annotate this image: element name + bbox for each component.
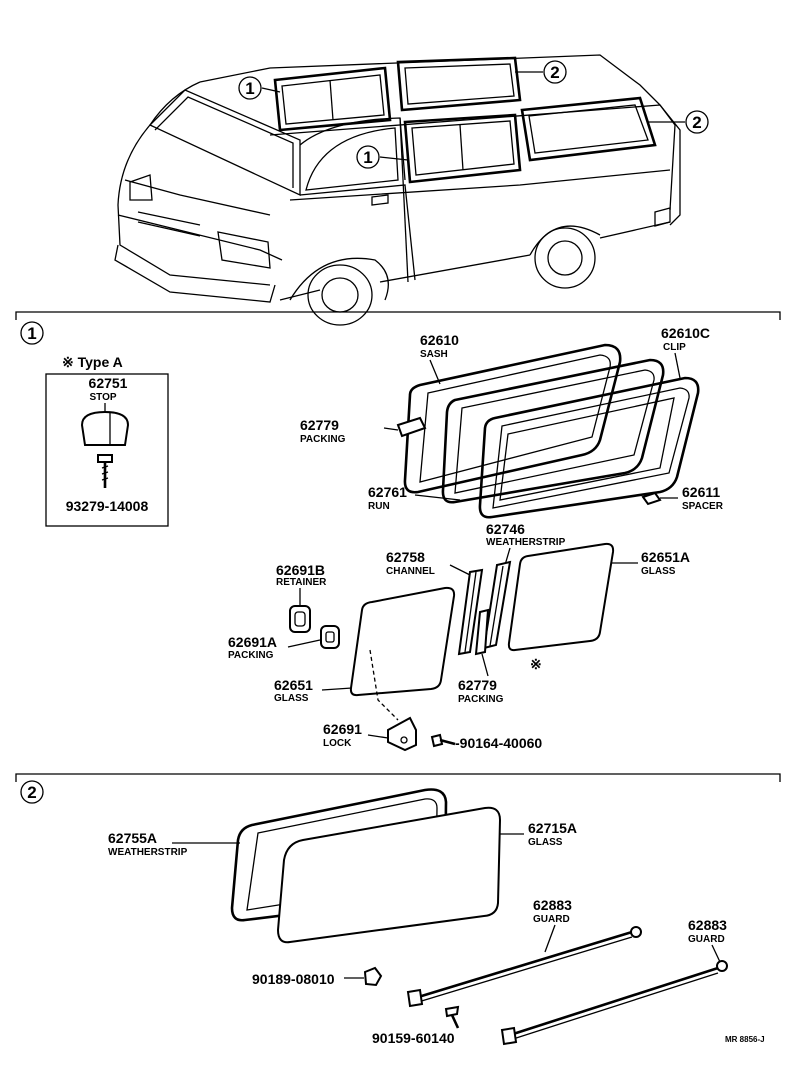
packing-62779b <box>474 608 490 656</box>
part-62751-number: 62751 <box>89 375 128 391</box>
part-62779b-name: PACKING <box>458 694 504 705</box>
bolt-93279 <box>97 454 113 488</box>
part-62611-number: 62611 <box>682 484 720 500</box>
part-62883b-number: 62883 <box>688 917 727 933</box>
part-62691a-name: PACKING <box>228 650 274 661</box>
part-62761-name: RUN <box>368 501 390 512</box>
van-callout-2b: 2 <box>692 113 701 132</box>
part-62779b-number: 62779 <box>458 677 497 693</box>
part-90189-number: 90189-08010 <box>252 971 335 987</box>
packing-62691a <box>320 625 340 649</box>
part-62691-name: LOCK <box>323 738 352 749</box>
guard-62883-a <box>406 926 642 1008</box>
van-callout-1a: 1 <box>245 79 254 98</box>
part-62755a-name: WEATHERSTRIP <box>108 847 188 858</box>
van-callout-1b: 1 <box>363 148 372 167</box>
spacer-62611 <box>641 491 662 506</box>
part-62761-number: 62761 <box>368 484 407 500</box>
part-62691b-name: RETAINER <box>276 577 327 588</box>
part-62758-name: CHANNEL <box>386 566 435 577</box>
type-a-box <box>45 373 169 527</box>
part-62755a-number: 62755A <box>108 830 157 846</box>
part-62610c-name: CLIP <box>663 342 686 353</box>
van-callout-2a: 2 <box>550 63 559 82</box>
part-62883a-name: GUARD <box>533 914 570 925</box>
part-62779a-number: 62779 <box>300 417 339 433</box>
retainer-62691b <box>289 605 311 633</box>
section-2: 2 62755A WEATHERSTRIP 62715A GLASS 62883… <box>15 773 781 1046</box>
part-62758-number: 62758 <box>386 549 425 565</box>
part-62691-number: 62691 <box>323 721 362 737</box>
part-93279-number: 93279-14008 <box>66 498 149 514</box>
stop-part <box>80 410 130 446</box>
part-62751-name: STOP <box>89 392 116 403</box>
part-62883b-name: GUARD <box>688 934 725 945</box>
type-a-title: ※ Type A <box>62 354 123 370</box>
part-90159-number: 90159-60140 <box>372 1030 455 1046</box>
footer-code: MR 8856-J <box>725 1035 765 1044</box>
van-illustration: 1 2 1 2 <box>114 54 709 326</box>
part-62883a-number: 62883 <box>533 897 572 913</box>
part-90164-number: -90164-40060 <box>455 735 542 751</box>
sash-frames <box>403 343 700 519</box>
glass-62651 <box>349 586 456 697</box>
glass-62651a <box>507 542 615 652</box>
part-62715a-name: GLASS <box>528 837 563 848</box>
packing-strip-62779 <box>383 416 427 438</box>
part-62610-number: 62610 <box>420 332 459 348</box>
part-62715a-number: 62715A <box>528 820 577 836</box>
nut-90189 <box>363 966 383 987</box>
part-62651-number: 62651 <box>274 677 313 693</box>
part-62691a-number: 62691A <box>228 634 277 650</box>
part-62651a-name: GLASS <box>641 566 676 577</box>
glass-62715a <box>276 806 502 944</box>
screw-90164 <box>430 733 456 748</box>
part-62746-name: WEATHERSTRIP <box>486 537 566 548</box>
screw-90159 <box>444 1005 460 1029</box>
section-1: 1 ※ Type A 62751 STOP 93279-14008 <box>15 311 781 752</box>
part-62611-name: SPACER <box>682 501 724 512</box>
section-2-marker: 2 <box>27 783 36 802</box>
part-62651a-number: 62651A <box>641 549 690 565</box>
part-62746-number: 62746 <box>486 521 525 537</box>
part-62610c-number: 62610C <box>661 325 710 341</box>
part-62691b-number: 62691B <box>276 562 325 578</box>
section-1-marker: 1 <box>27 324 36 343</box>
guard-62883-b <box>500 960 728 1046</box>
lock-62691 <box>387 716 417 752</box>
part-62651-name: GLASS <box>274 693 309 704</box>
type-a-mark: ※ <box>530 656 542 672</box>
part-62779a-name: PACKING <box>300 434 346 445</box>
part-62610-name: SASH <box>420 349 448 360</box>
